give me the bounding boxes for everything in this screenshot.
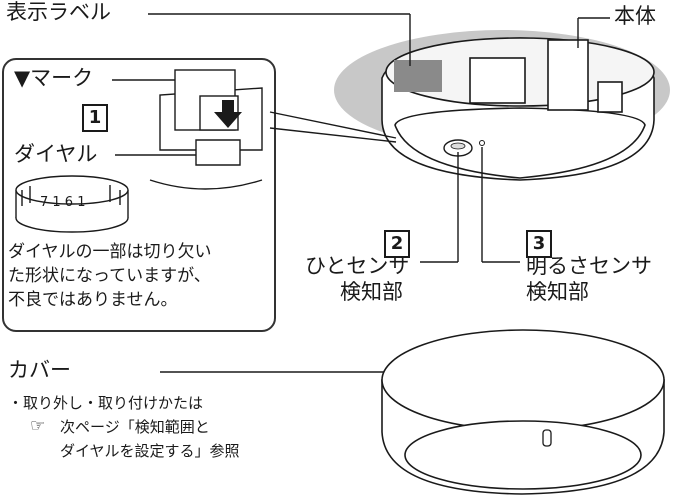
reference-hand-icon: ☞ [30, 416, 46, 436]
light-sensor-caption-2: 検知部 [526, 280, 589, 304]
light-sensor-number-badge: 3 [526, 230, 552, 258]
cover-note-line3: ダイヤルを設定する」参照 [60, 442, 240, 460]
dial-note-line3: 不良ではありません。 [8, 290, 178, 310]
cover-indicator-slot [542, 429, 552, 447]
sensor-main-body [381, 37, 655, 181]
light-sensor-dot [479, 140, 485, 146]
human-sensor-caption-2: 検知部 [340, 280, 403, 304]
cover-note-line2: 次ページ「検知範囲と [60, 418, 210, 436]
dial-caption: ダイヤル [14, 142, 98, 166]
mark-arrow [214, 100, 242, 128]
dial-markings: 7 1 6 1 [40, 195, 86, 210]
light-sensor-caption-1: 明るさセンサ [526, 254, 652, 278]
human-sensor-number-badge: 2 [384, 230, 410, 258]
display-label-caption: 表示ラベル [6, 0, 111, 24]
main-body-caption: 本体 [614, 4, 656, 28]
dial-knob [15, 175, 129, 233]
dial-housing-sketch [149, 69, 263, 190]
dial-number-badge: 1 [82, 104, 108, 132]
human-sensor-caption-1: ひとセンサ [305, 254, 410, 278]
mark-caption: ▼マーク [14, 66, 94, 90]
cover-caption: カバー [8, 358, 71, 382]
cover-note-line1: ・取り外し・取り付けかたは [8, 394, 204, 412]
cover-ring [381, 329, 665, 495]
dial-note-line1: ダイヤルの一部は切り欠い [8, 242, 212, 262]
display-label-patch [394, 60, 442, 92]
dial-note-line2: た形状になっていますが、 [8, 266, 211, 286]
